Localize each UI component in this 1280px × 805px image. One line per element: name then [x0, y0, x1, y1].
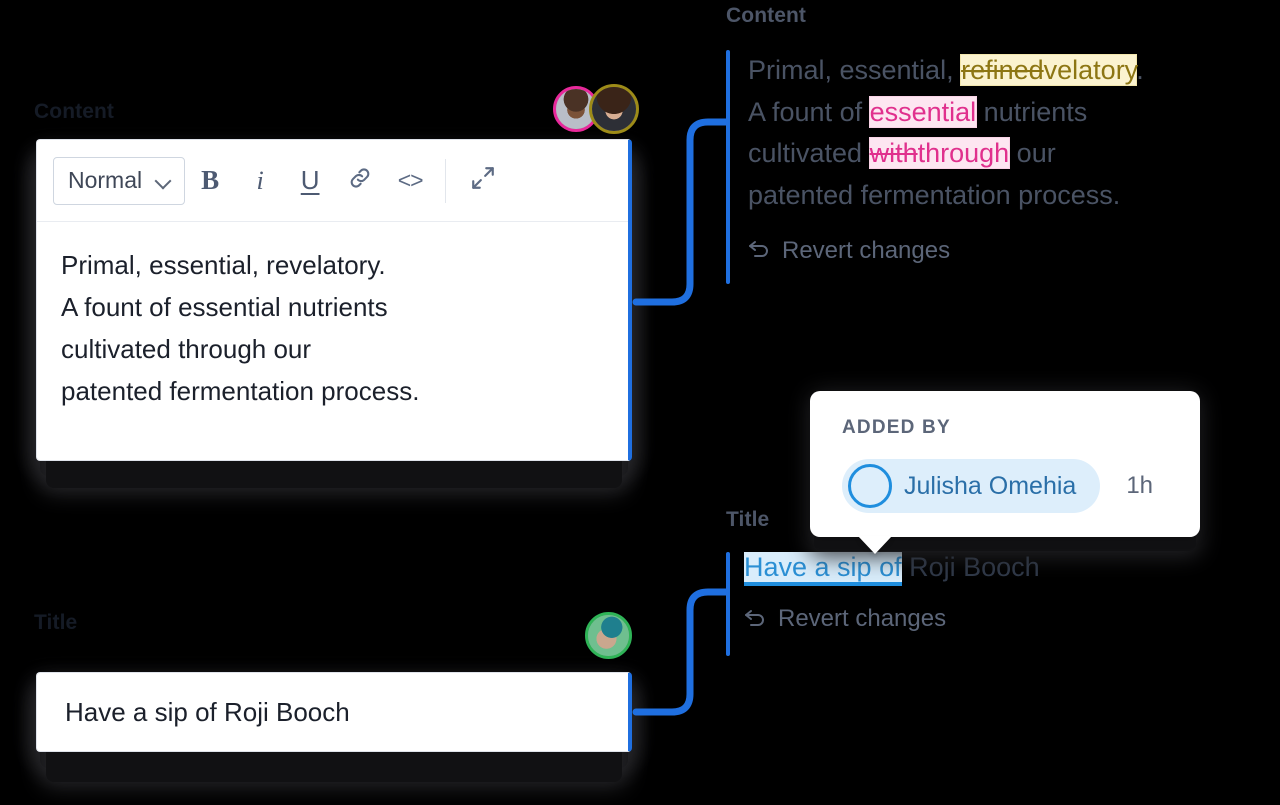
editor-line: patented fermentation process. — [61, 376, 420, 407]
tooltip-heading: ADDED BY — [842, 417, 951, 438]
revert-changes-label: Revert changes — [782, 236, 951, 264]
revert-changes-content-button[interactable]: Revert changes — [748, 237, 950, 265]
editor-line: A fount of essential nutrients — [61, 292, 388, 323]
editor-line: cultivated through our — [61, 334, 312, 365]
label-content-right: Content — [726, 4, 807, 27]
diff-bracket — [726, 552, 730, 656]
diff-inserted-text: Have a sip of — [744, 552, 902, 586]
content-editor-card: Normal B i U <> — [36, 139, 632, 461]
diff-panel-content: Primal, essential, refinedvelatory. A fo… — [726, 50, 1266, 284]
added-by-tooltip-stack: ADDED BY Julisha Omehia 1h — [810, 391, 1200, 554]
connector-title — [632, 588, 730, 716]
diff-text-plain: cultivated — [748, 138, 870, 169]
title-input-value: Have a sip of Roji Booch — [65, 696, 350, 727]
diff-deleted-text: with — [869, 138, 918, 169]
code-button[interactable]: <> — [397, 167, 424, 193]
collaborator-avatar-green[interactable] — [585, 612, 632, 659]
label-content-left: Content — [34, 100, 115, 123]
diff-text-plain: nutrients — [976, 96, 1088, 127]
diff-text-plain — [902, 552, 910, 582]
editor-text-area[interactable]: Primal, essential, revelatory. A fount o… — [37, 222, 628, 434]
diff-text-plain: A fount of — [748, 96, 870, 127]
diff-panel-title: Have a sip of Roji Booch Revert changes — [726, 552, 1266, 656]
tooltip-user-pill[interactable]: Julisha Omehia — [842, 459, 1101, 513]
link-icon — [347, 165, 373, 196]
label-title-right: Title — [726, 508, 770, 531]
text-style-dropdown[interactable]: Normal — [53, 156, 186, 205]
diff-bracket — [726, 50, 730, 284]
underline-button[interactable]: U — [300, 165, 320, 195]
revert-changes-label: Revert changes — [778, 605, 947, 632]
link-button[interactable] — [335, 156, 385, 206]
bold-button[interactable]: B — [201, 165, 220, 195]
diff-inserted-text: through — [917, 138, 1010, 169]
undo-arrow-icon — [744, 607, 768, 632]
avatar-photo — [588, 615, 629, 656]
tooltip-user-row: Julisha Omehia 1h — [842, 459, 1172, 513]
title-input-card[interactable]: Have a sip of Roji Booch — [36, 672, 632, 752]
label-title-left: Title — [34, 611, 78, 634]
editor-line: Primal, essential, revelatory. — [61, 250, 386, 280]
tooltip-timestamp: 1h — [1126, 472, 1154, 499]
diff-title-line: Have a sip of Roji Booch — [744, 552, 1266, 586]
collaborator-avatar-gold[interactable] — [589, 84, 639, 134]
italic-button[interactable]: i — [256, 165, 264, 195]
diff-text-plain: our — [1009, 138, 1056, 169]
connector-content — [632, 118, 730, 306]
toolbar-divider — [445, 158, 447, 203]
user-avatar — [848, 464, 892, 508]
diff-change-pink: withthrough — [869, 138, 1010, 169]
diff-line-4: patented fermentation process. — [748, 180, 1121, 211]
diff-line-1: Primal, essential, refinedvelatory. — [748, 50, 1266, 92]
diff-text-plain: Roji Booch — [909, 552, 1040, 582]
added-by-tooltip: ADDED BY Julisha Omehia 1h — [810, 391, 1200, 554]
diff-line-2: A fount of essential nutrients — [748, 92, 1266, 134]
diff-line-3: cultivated withthrough our — [748, 133, 1266, 175]
expand-icon — [470, 165, 496, 196]
diff-inserted-text: essential — [869, 96, 977, 127]
tooltip-tail — [858, 536, 892, 554]
diff-text-plain: Primal, essential, — [748, 55, 962, 85]
diff-text-plain: . — [1136, 55, 1144, 85]
avatar-photo — [592, 87, 636, 131]
diff-change-yellow: refinedvelatory — [961, 55, 1137, 85]
expand-button[interactable] — [458, 156, 508, 206]
revert-changes-title-button[interactable]: Revert changes — [744, 605, 946, 633]
text-style-value: Normal — [68, 167, 143, 193]
editor-toolbar: Normal B i U <> — [37, 140, 628, 222]
diff-inserted-text: velatory — [1043, 55, 1137, 85]
undo-arrow-icon — [748, 238, 772, 263]
tooltip-user-name: Julisha Omehia — [904, 471, 1077, 500]
diff-deleted-text: refined — [961, 55, 1044, 85]
